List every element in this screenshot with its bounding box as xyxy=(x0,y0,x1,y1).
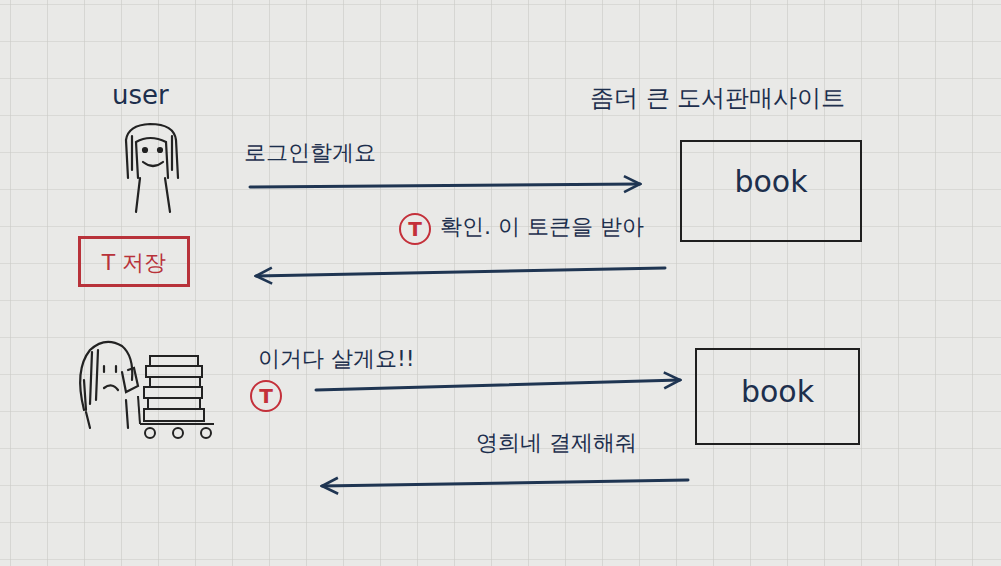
book-stack xyxy=(138,356,214,438)
node-text: T 저장 xyxy=(102,248,166,278)
actor-label: user xyxy=(112,80,169,111)
message-label: 확인. 이 토큰을 받아 xyxy=(440,214,644,240)
site-box: book xyxy=(695,348,860,445)
request-arrow xyxy=(316,380,680,390)
message-label: 영희네 결제해줘 xyxy=(476,430,637,456)
token-mark: T xyxy=(250,380,282,412)
response-arrow xyxy=(256,268,665,276)
request-arrow xyxy=(250,184,640,187)
response-arrow xyxy=(322,480,688,486)
site-title: 좀더 큰 도서판매사이트 xyxy=(590,84,845,113)
node-text: book xyxy=(734,164,807,199)
site-box: book xyxy=(680,140,862,242)
token-mark: T xyxy=(399,213,431,245)
token-store-box: T 저장 xyxy=(78,236,190,287)
node-text: book xyxy=(741,374,814,409)
message-label: 로그인할게요 xyxy=(244,140,376,166)
message-label: 이거다 살게요!! xyxy=(258,346,415,372)
user-figure xyxy=(126,124,178,212)
buyer-figure xyxy=(80,342,138,428)
